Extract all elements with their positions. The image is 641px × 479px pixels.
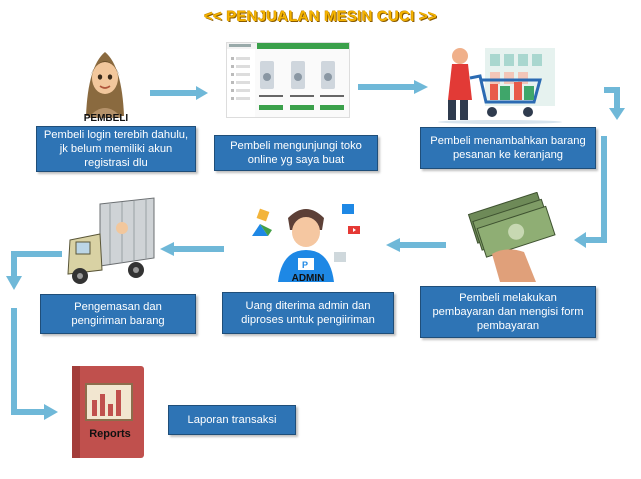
reports-book-icon <box>70 364 150 460</box>
buyer-label: PEMBELI <box>83 113 129 124</box>
diagram-title: << PENJUALAN MESIN CUCI >> <box>204 8 437 25</box>
step-visit-box: Pembeli mengunjungi toko online yg saya … <box>214 135 378 171</box>
svg-text:P: P <box>302 260 308 270</box>
delivery-truck-icon <box>60 196 158 288</box>
arrow-login-to-visit <box>150 86 208 100</box>
online-store-screenshot <box>226 42 350 118</box>
arrow-shipping-down <box>2 250 62 292</box>
arrow-cart-down <box>604 86 626 122</box>
admin-label: ADMIN <box>291 273 325 284</box>
step-shipping-box: Pengemasan dan pengiriman barang <box>40 294 196 334</box>
step-report-box: Laporan transaksi <box>168 405 296 435</box>
arrow-admin-to-shipping <box>160 242 224 256</box>
reports-label: Reports <box>89 428 131 440</box>
step-login-box: Pembeli login terebih dahulu, jk belum m… <box>36 126 196 172</box>
arrow-payment-to-admin <box>386 238 446 252</box>
arrow-visit-to-cart <box>358 80 428 94</box>
shopping-cart-illustration-icon <box>430 40 570 124</box>
step-add-cart-box: Pembeli menambahkan barang pesanan ke ke… <box>420 127 596 169</box>
arrow-to-report <box>6 308 62 428</box>
step-payment-box: Pembeli melakukan pembayaran dan mengisi… <box>420 286 596 338</box>
arrow-to-payment <box>570 136 610 256</box>
step-admin-receive-box: Uang diterima admin dan diproses untuk p… <box>222 292 394 334</box>
admin-illustration-icon: P <box>238 196 374 286</box>
money-hand-icon <box>462 192 562 284</box>
buyer-avatar-icon <box>80 46 130 118</box>
